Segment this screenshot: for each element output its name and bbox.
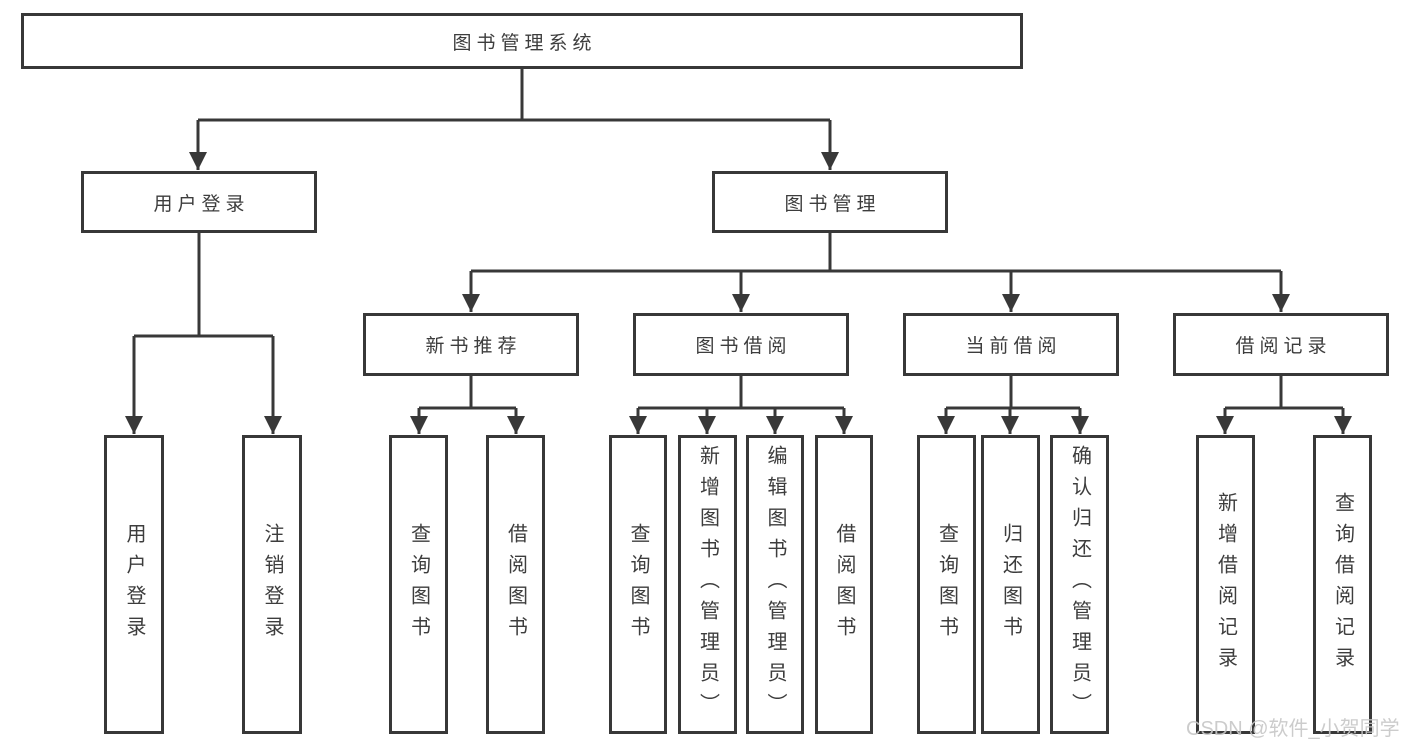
node-label: 归还图书 [999,522,1022,647]
node-book-management-branch: 图书管理 [712,171,948,233]
node-query-books-borrowing: 查询图书 [609,435,667,734]
node-borrowing-records: 借阅记录 [1173,313,1389,376]
node-return-books: 归还图书 [981,435,1040,734]
node-edit-book-admin: 编辑图书（管理员） [746,435,804,734]
node-label: 编辑图书（管理员） [764,445,786,724]
node-label: 图书管理 [784,193,881,215]
node-user-login-leaf: 用户登录 [104,435,164,734]
node-label: 注销登录 [261,522,283,647]
node-label: 借阅图书 [504,522,527,647]
node-label: 确认归还（管理员） [1068,445,1091,724]
node-label: 图书管理系统 [452,32,597,54]
node-logout: 注销登录 [242,435,302,734]
node-label: 新增图书（管理员） [696,445,719,724]
node-label: 新增借阅记录 [1214,491,1237,678]
node-borrow-books-borrowing: 借阅图书 [815,435,873,734]
node-label: 查询图书 [935,522,958,647]
node-book-borrowing: 图书借阅 [633,313,849,376]
node-label: 新书推荐 [425,336,522,357]
node-label: 当前借阅 [965,336,1062,357]
node-add-book-admin: 新增图书（管理员） [678,435,737,734]
node-label: 用户登录 [153,193,250,215]
node-label: 查询借阅记录 [1331,491,1354,678]
node-new-book-recommendation: 新书推荐 [363,313,579,376]
node-label: 查询图书 [407,522,430,647]
node-label: 图书借阅 [695,336,792,357]
node-label: 借阅图书 [833,522,855,647]
node-user-login-branch: 用户登录 [81,171,317,233]
node-confirm-return-admin: 确认归还（管理员） [1050,435,1109,734]
node-query-books-current: 查询图书 [917,435,976,734]
node-label: 查询图书 [627,522,649,647]
csdn-watermark: CSDN @软件_小贺同学 [1186,718,1400,740]
node-add-borrow-record: 新增借阅记录 [1196,435,1255,734]
node-label: 借阅记录 [1235,336,1332,357]
node-current-borrowing: 当前借阅 [903,313,1119,376]
node-library-management-system: 图书管理系统 [21,13,1023,69]
node-query-borrow-record: 查询借阅记录 [1313,435,1372,734]
node-label: 用户登录 [123,522,145,647]
node-borrow-books-recommend: 借阅图书 [486,435,545,734]
node-query-books-recommend: 查询图书 [389,435,448,734]
